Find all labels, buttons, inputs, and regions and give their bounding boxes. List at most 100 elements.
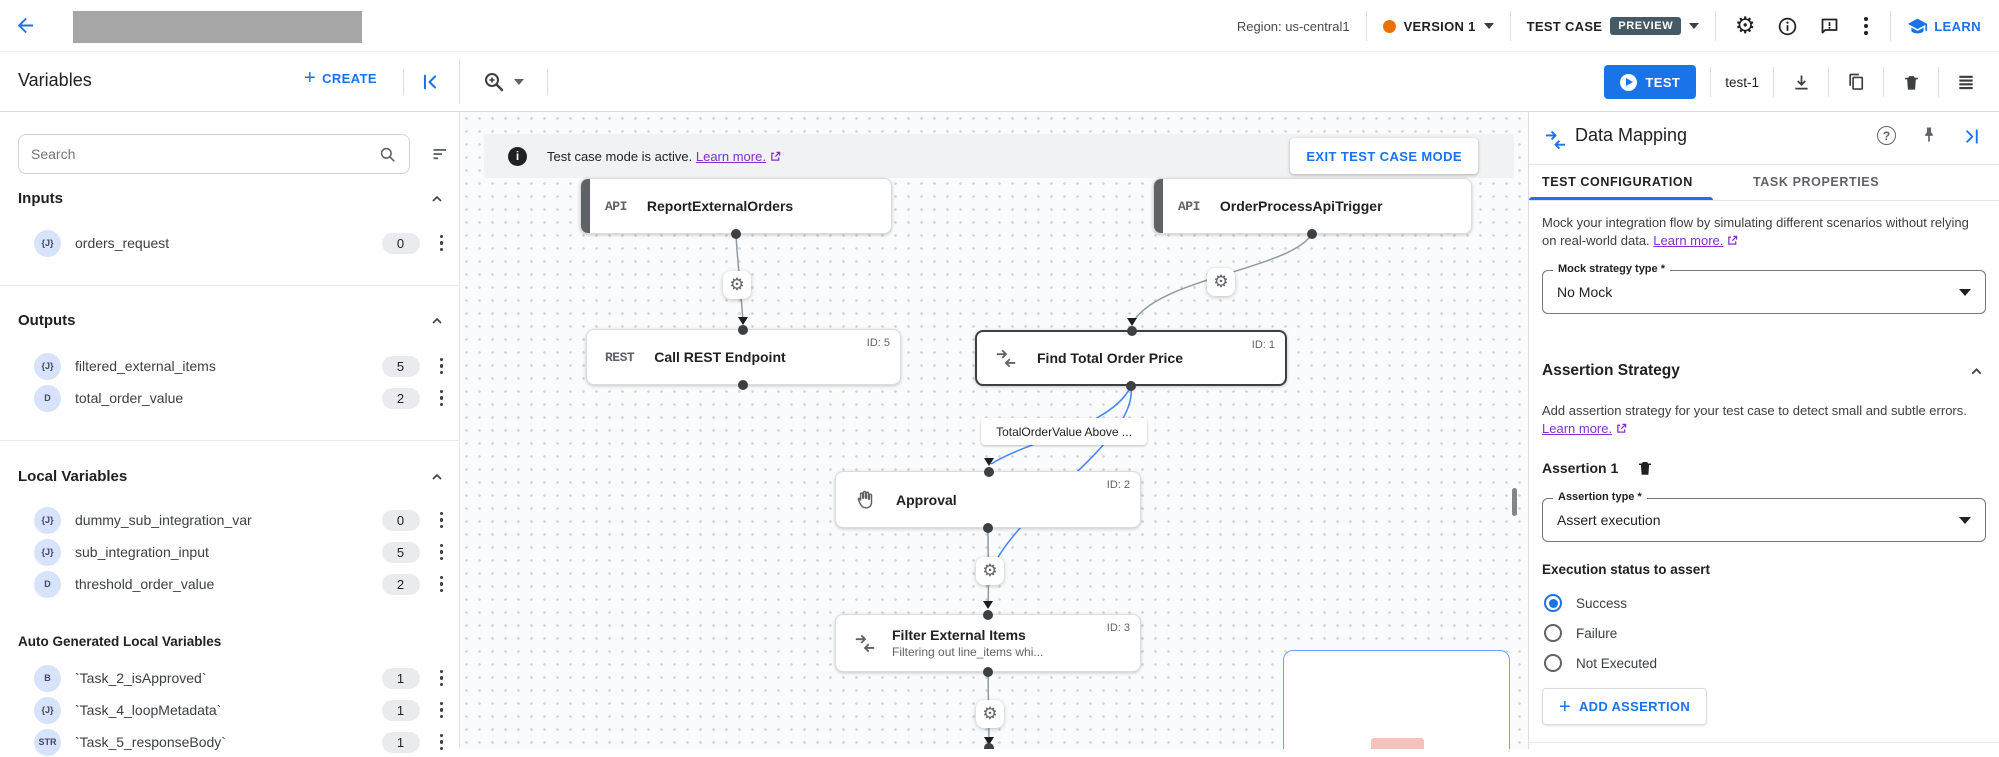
- feedback-icon[interactable]: [1816, 13, 1842, 39]
- variable-row[interactable]: {J} `Task_4_loopMetadata` 1: [34, 695, 449, 725]
- variable-row[interactable]: {J} orders_request 0: [34, 228, 449, 258]
- variable-row[interactable]: {J} sub_integration_input 5: [34, 537, 449, 567]
- radio-button[interactable]: [1544, 654, 1562, 672]
- test-case-dropdown[interactable]: TEST CASE PREVIEW: [1527, 17, 1700, 35]
- node-find-total-order-price[interactable]: Find Total Order Price ID: 1: [975, 330, 1287, 386]
- tab-task-properties[interactable]: TASK PROPERTIES: [1753, 175, 1880, 189]
- edge-settings-gear-icon[interactable]: ⚙: [976, 557, 1004, 585]
- test-button[interactable]: TEST: [1604, 65, 1697, 99]
- help-icon[interactable]: ?: [1877, 126, 1896, 145]
- variable-count-badge: 0: [381, 232, 420, 254]
- radio-failure[interactable]: Failure: [1544, 624, 1617, 642]
- flow-canvas[interactable]: i Test case mode is active. Learn more. …: [460, 112, 1528, 749]
- section-local-variables: Local Variables: [18, 468, 445, 485]
- mock-strategy-select[interactable]: Mock strategy type * No Mock: [1542, 263, 1986, 314]
- variable-row[interactable]: D total_order_value 2: [34, 383, 449, 413]
- edge-settings-gear-icon[interactable]: ⚙: [976, 700, 1004, 728]
- node-order-process-api-trigger[interactable]: API OrderProcessApiTrigger: [1153, 178, 1472, 234]
- exit-test-case-mode-button[interactable]: EXIT TEST CASE MODE: [1290, 138, 1478, 174]
- more-options-icon[interactable]: [434, 510, 450, 531]
- more-options-icon[interactable]: [434, 732, 450, 753]
- settings-gear-icon[interactable]: ⚙: [1734, 12, 1756, 39]
- more-options-icon[interactable]: [434, 542, 450, 563]
- node-call-rest-endpoint[interactable]: REST Call REST Endpoint ID: 5: [586, 329, 901, 385]
- chevron-down-icon: [1959, 288, 1971, 296]
- divider: [1883, 67, 1884, 97]
- learn-more-link[interactable]: Learn more.: [1542, 421, 1613, 436]
- node-filter-external-items[interactable]: Filter External Items Filtering out line…: [835, 614, 1141, 672]
- variable-row[interactable]: {J} filtered_external_items 5: [34, 351, 449, 381]
- more-options-icon[interactable]: [434, 574, 450, 595]
- sort-icon[interactable]: [431, 144, 451, 169]
- zoom-control[interactable]: [482, 70, 524, 94]
- radio-button[interactable]: [1544, 624, 1562, 642]
- version-dropdown[interactable]: VERSION 1: [1382, 18, 1494, 34]
- collapse-panel-icon[interactable]: [419, 71, 441, 98]
- assertion-description: Add assertion strategy for your test cas…: [1542, 402, 1984, 438]
- test-button-label: TEST: [1645, 74, 1681, 90]
- create-variable-button[interactable]: + CREATE: [304, 68, 377, 88]
- node-id: ID: 2: [1106, 479, 1130, 491]
- radio-button-selected[interactable]: [1544, 594, 1562, 612]
- edge-settings-gear-icon[interactable]: ⚙: [723, 271, 751, 299]
- edge-condition-label[interactable]: TotalOrderValue Above ...: [981, 418, 1147, 445]
- more-options-icon[interactable]: [434, 388, 450, 409]
- divider: [459, 60, 460, 104]
- info-icon[interactable]: [1774, 13, 1800, 39]
- version-label: VERSION 1: [1403, 18, 1476, 34]
- learn-more-link[interactable]: Learn more.: [1653, 233, 1724, 248]
- variable-type-badge: {J}: [34, 352, 61, 380]
- chevron-up-icon[interactable]: [429, 313, 445, 329]
- more-options-icon[interactable]: [1858, 15, 1874, 37]
- chevron-up-icon[interactable]: [1968, 363, 1985, 380]
- variable-type-badge: {J}: [34, 696, 61, 724]
- test-case-label: TEST CASE: [1526, 18, 1603, 34]
- variable-type-badge: D: [34, 384, 61, 412]
- connector-dot: [983, 610, 993, 620]
- pin-icon[interactable]: [1919, 125, 1939, 150]
- delete-icon[interactable]: [1898, 69, 1924, 95]
- variable-row[interactable]: {J} dummy_sub_integration_var 0: [34, 505, 449, 535]
- chevron-up-icon[interactable]: [429, 191, 445, 207]
- variable-name: dummy_sub_integration_var: [75, 512, 252, 528]
- radio-success[interactable]: Success: [1544, 594, 1627, 612]
- test-case-name[interactable]: test-1: [1725, 74, 1759, 90]
- assertion-type-select[interactable]: Assertion type * Assert execution: [1542, 491, 1986, 542]
- section-title: Local Variables: [18, 468, 128, 485]
- variable-row[interactable]: D threshold_order_value 2: [34, 569, 449, 599]
- add-assertion-button[interactable]: + ADD ASSERTION: [1542, 688, 1708, 725]
- trigger-bar: [581, 179, 590, 233]
- search-input[interactable]: [31, 146, 378, 162]
- preview-badge: PREVIEW: [1610, 17, 1682, 35]
- node-approval[interactable]: Approval ID: 2: [835, 471, 1141, 528]
- connector-dot: [1307, 229, 1317, 239]
- variable-row[interactable]: STR `Task_5_responseBody` 1: [34, 727, 449, 757]
- node-badge: API: [1178, 198, 1200, 214]
- panel-scrollbar-thumb[interactable]: [1512, 488, 1517, 516]
- collapse-panel-right-icon[interactable]: [1961, 126, 1982, 152]
- data-mapping-icon: [995, 347, 1017, 369]
- radio-not-executed[interactable]: Not Executed: [1544, 654, 1657, 672]
- school-icon: [1908, 18, 1928, 33]
- copy-icon[interactable]: [1843, 69, 1869, 95]
- radio-label: Not Executed: [1576, 655, 1658, 671]
- variable-row[interactable]: B `Task_2_isApproved` 1: [34, 663, 449, 693]
- learn-more-link[interactable]: Learn more.: [695, 148, 766, 164]
- download-icon[interactable]: [1788, 69, 1814, 95]
- divider: [547, 69, 548, 95]
- delete-assertion-icon[interactable]: [1636, 459, 1654, 477]
- more-options-icon[interactable]: [434, 356, 450, 377]
- more-options-icon[interactable]: [434, 668, 450, 689]
- more-options-icon[interactable]: [434, 700, 450, 721]
- list-view-icon[interactable]: [1953, 69, 1979, 95]
- plus-icon: +: [304, 67, 317, 89]
- edge-settings-gear-icon[interactable]: ⚙: [1207, 268, 1235, 296]
- learn-link[interactable]: LEARN: [1907, 16, 1981, 37]
- divider: [1715, 11, 1717, 41]
- node-badge: API: [605, 198, 627, 214]
- tab-test-configuration[interactable]: TEST CONFIGURATION: [1542, 175, 1693, 189]
- more-options-icon[interactable]: [434, 233, 450, 254]
- back-arrow-icon[interactable]: [14, 14, 37, 42]
- chevron-up-icon[interactable]: [429, 469, 445, 485]
- node-report-external-orders[interactable]: API ReportExternalOrders: [580, 178, 892, 234]
